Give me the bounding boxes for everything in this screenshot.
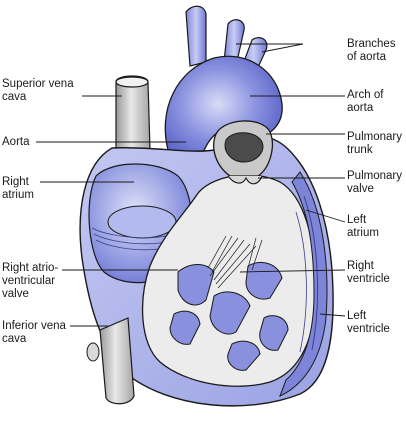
label-branches-of-aorta: Branches of aorta xyxy=(347,38,396,63)
label-pulmonary-trunk: Pulmonary trunk xyxy=(347,131,402,156)
label-right-ventricle: Right ventricle xyxy=(347,260,390,285)
label-right-av-valve: Right atrio- ventricular valve xyxy=(2,262,59,300)
pulmonary-valve-shape xyxy=(227,175,263,185)
label-left-atrium: Left atrium xyxy=(347,214,379,239)
chordae-tendineae xyxy=(207,235,263,289)
label-leader-lines xyxy=(36,43,346,327)
label-left-ventricle: Left ventricle xyxy=(347,310,390,335)
label-inferior-vena-cava: Inferior vena cava xyxy=(2,320,66,345)
label-right-atrium: Right atrium xyxy=(2,176,34,201)
label-superior-vena-cava: Superior vena cava xyxy=(2,78,74,103)
inferior-vena-cava-vessel xyxy=(99,317,135,405)
label-arch-of-aorta: Arch of aorta xyxy=(347,89,384,114)
label-aorta: Aorta xyxy=(2,136,30,148)
label-pulmonary-valve: Pulmonary valve xyxy=(347,170,402,195)
papillary-muscles xyxy=(169,262,289,371)
